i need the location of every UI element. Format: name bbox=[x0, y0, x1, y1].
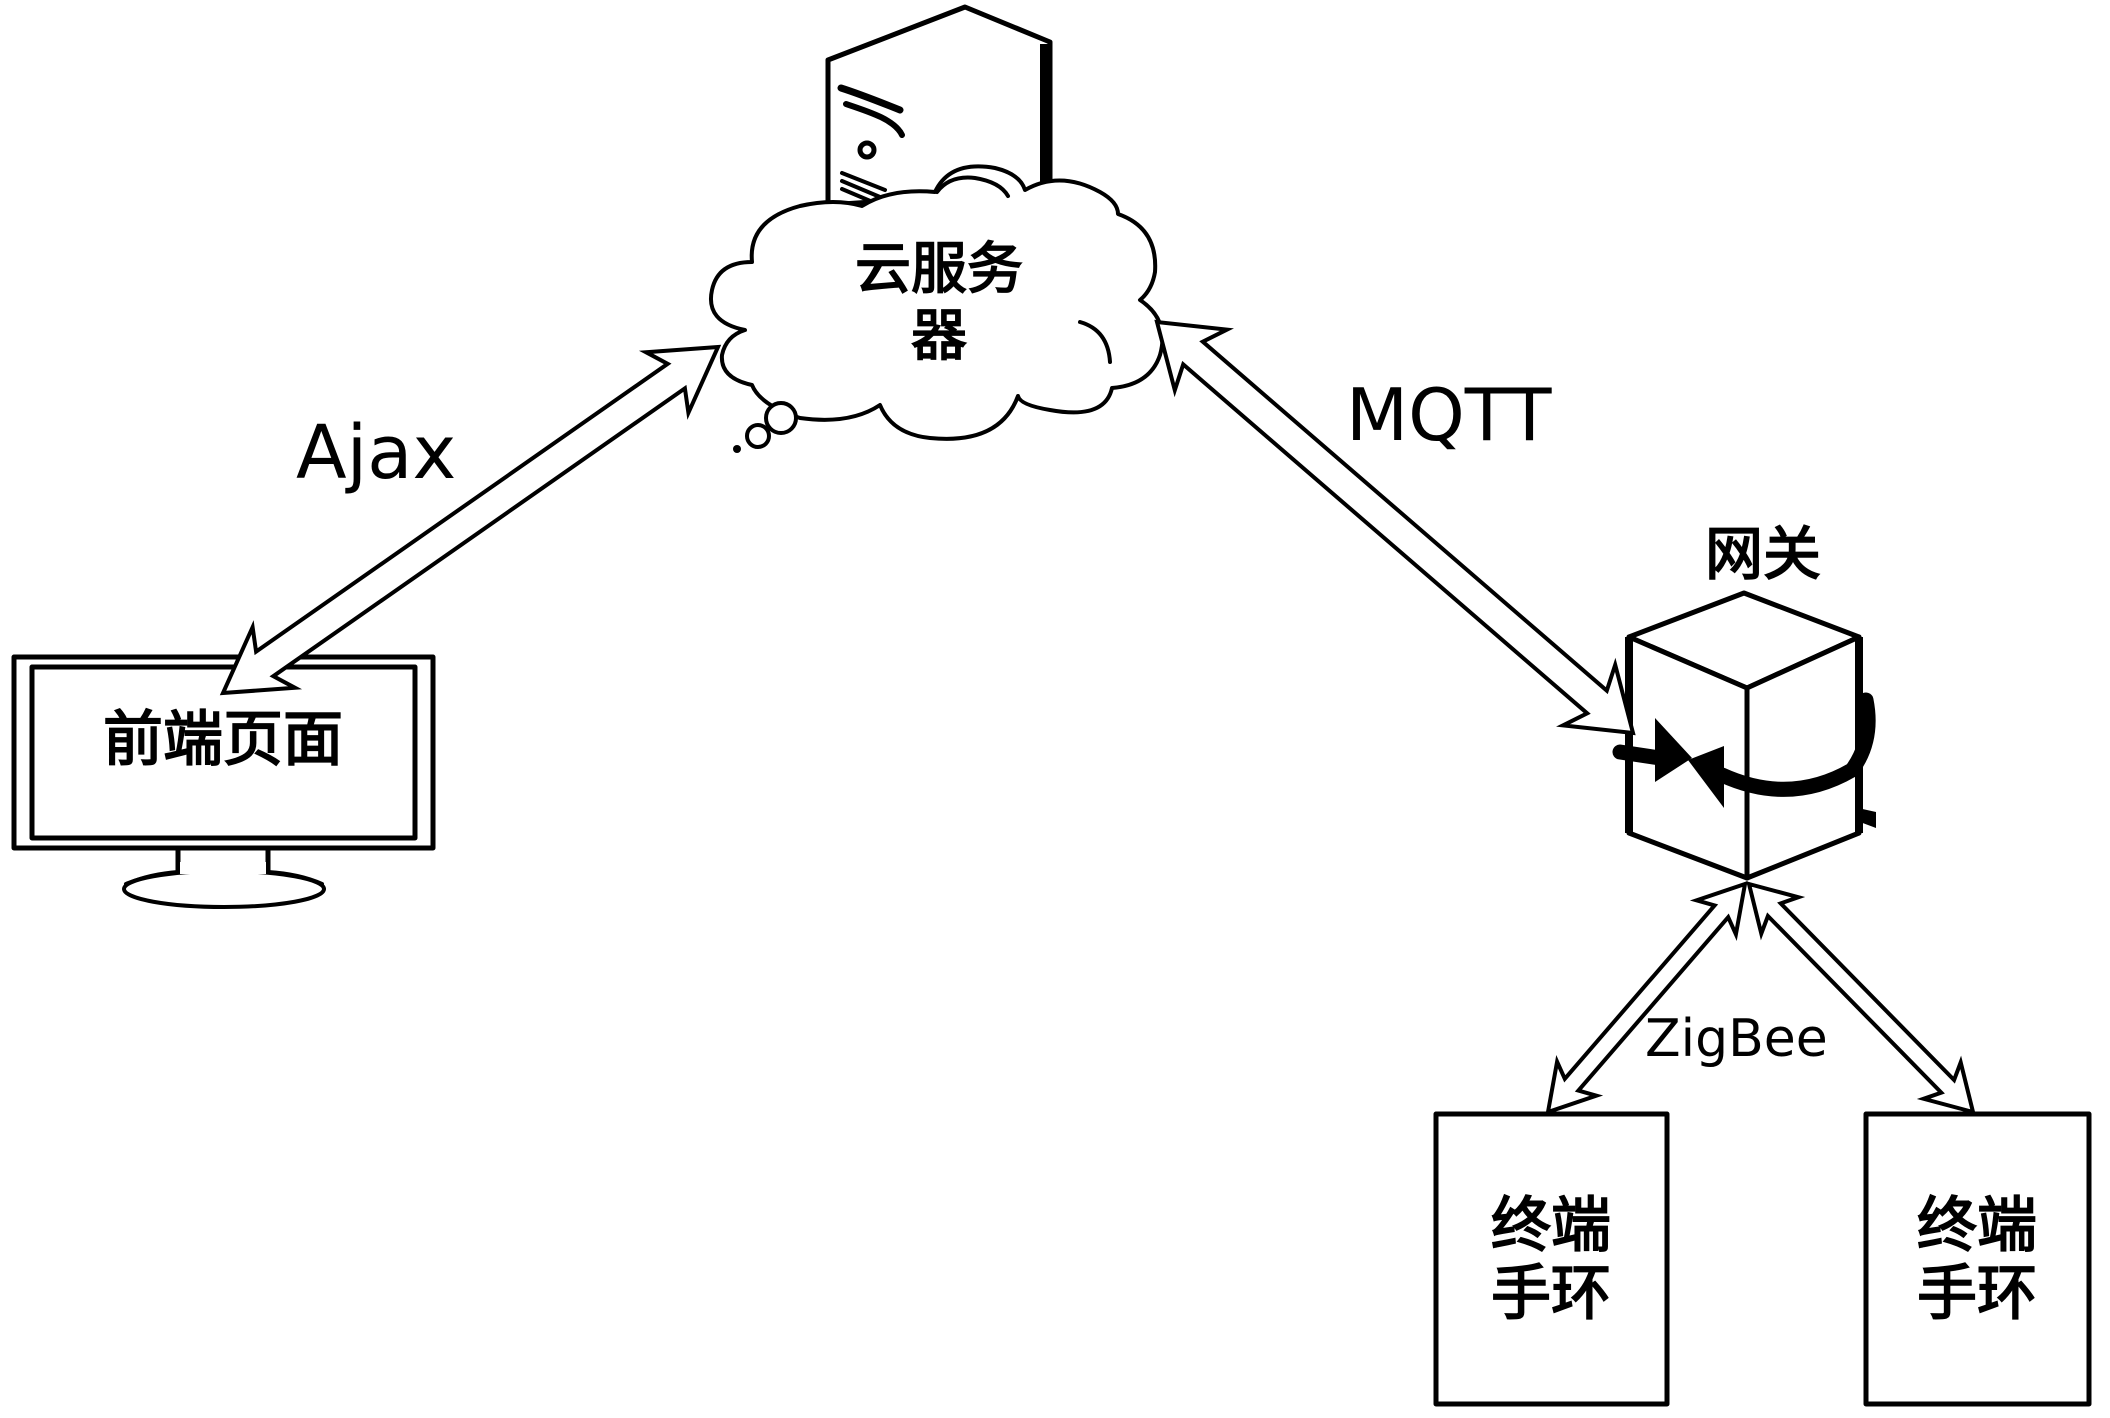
terminal-node-right: 终端 手环 bbox=[1863, 1111, 2092, 1407]
terminal-right-label-line2: 手环 bbox=[1917, 1259, 2037, 1329]
thought-bubbles bbox=[733, 401, 798, 453]
cloud-shape bbox=[709, 164, 1165, 441]
terminal-left-label-line2: 手环 bbox=[1491, 1259, 1611, 1329]
mqtt-double-arrow bbox=[1154, 319, 1636, 736]
frontend-label: 前端页面 bbox=[103, 705, 343, 775]
edge-label-mqtt: MQTT bbox=[1346, 373, 1553, 457]
cloud-server-label-line1: 云服务 bbox=[855, 237, 1023, 302]
terminal-right-label-line1: 终端 bbox=[1917, 1191, 2037, 1261]
gateway-cube-icon bbox=[1625, 590, 1863, 881]
zigbee-right-double-arrow bbox=[1746, 881, 1976, 1115]
ajax-double-arrow bbox=[219, 344, 722, 696]
zigbee-left-double-arrow bbox=[1545, 881, 1748, 1115]
edge-label-ajax: Ajax bbox=[296, 410, 456, 496]
terminal-node-left: 终端 手环 bbox=[1433, 1111, 1670, 1407]
cloud-server-node: 云服务 器 bbox=[709, 4, 1165, 453]
edge-label-zigbee: ZigBee bbox=[1645, 1009, 1828, 1069]
cloud-server-label-line2: 器 bbox=[911, 304, 968, 369]
sync-rotation-icon bbox=[1612, 692, 1876, 828]
gateway-label: 网关 bbox=[1705, 520, 1821, 588]
server-tower-icon bbox=[825, 4, 1053, 208]
terminal-left-label-line1: 终端 bbox=[1491, 1191, 1611, 1261]
gateway-node: 网关 bbox=[1612, 520, 1876, 881]
